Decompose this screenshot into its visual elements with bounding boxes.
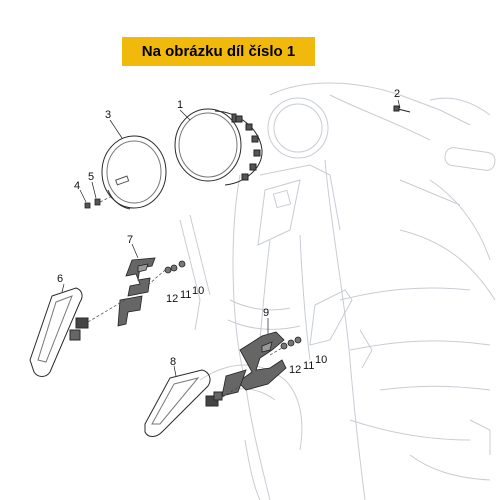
callout-10b: 10 [315,354,327,366]
headlight-unit [174,108,263,186]
callout-2: 2 [394,88,400,100]
assembly-lines [87,195,283,401]
headlight-trim-ring [101,135,167,210]
top-screw [393,105,411,113]
callout-6: 6 [57,273,63,285]
callout-1: 1 [177,99,183,111]
callout-8: 8 [170,356,176,368]
fasteners-left [164,260,186,274]
callout-11b: 11 [303,360,314,372]
callout-labels: 1 3 2 4 5 7 6 12 11 10 9 8 12 11 10 [57,88,400,376]
callout-12b: 12 [289,364,301,376]
callout-7: 7 [127,234,133,246]
callout-10a: 10 [192,285,204,297]
callout-11a: 11 [180,289,191,301]
callout-4: 4 [74,180,80,192]
part-number-banner: Na obrázku díl číslo 1 [122,37,315,66]
fasteners-right [280,336,302,350]
callout-5: 5 [88,171,94,183]
callout-12a: 12 [166,293,178,305]
scooter-background [179,82,496,500]
right-side-light [144,369,223,437]
leader-lines [61,99,401,377]
screw-and-clip [84,198,101,209]
callout-3: 3 [105,109,111,121]
right-bracket [221,331,287,397]
left-bracket [117,257,156,327]
callout-9: 9 [263,307,269,319]
left-side-light [29,287,89,377]
